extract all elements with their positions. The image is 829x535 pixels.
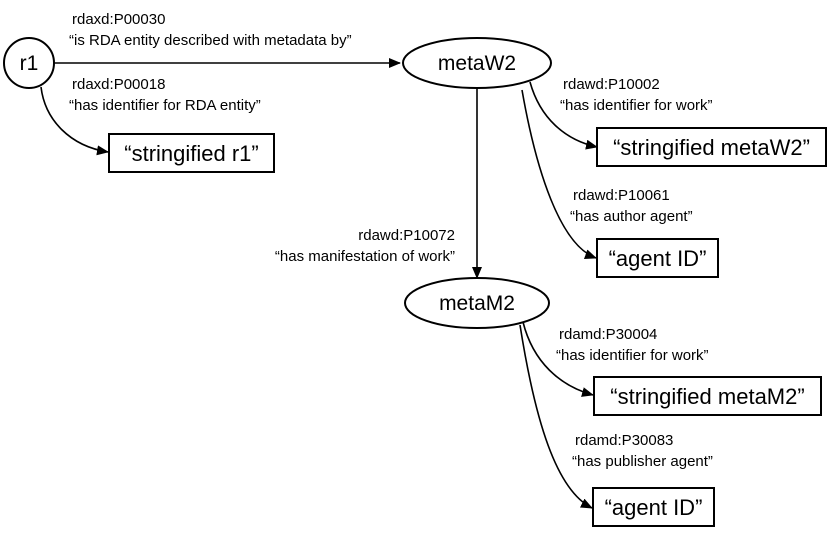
literal-stringified-metaM2-label: “stringified metaM2” — [610, 384, 804, 409]
node-metaM2: metaM2 — [404, 277, 550, 329]
edge-metaW2-to-agent-id — [521, 89, 597, 259]
literal-agent-id-work-label: “agent ID” — [609, 246, 707, 271]
literal-stringified-r1: “stringified r1” — [108, 133, 275, 173]
node-metaW2-label: metaW2 — [438, 52, 516, 75]
node-r1: r1 — [3, 37, 55, 89]
literal-stringified-r1-label: “stringified r1” — [124, 141, 258, 166]
edge-label-metaW2-to-string-prop: rdawd:P10002 — [563, 76, 660, 93]
edge-label-metaW2-to-metaM2-prop: rdawd:P10072 — [358, 227, 455, 244]
edge-label-metaM2-to-string-text: “has identifier for work” — [556, 347, 709, 364]
edge-label-metaW2-to-metaM2-text: “has manifestation of work” — [275, 248, 455, 265]
edge-label-metaM2-to-string-prop: rdamd:P30004 — [559, 326, 657, 343]
edge-label-metaW2-to-agent-prop: rdawd:P10061 — [573, 187, 670, 204]
node-metaW2: metaW2 — [402, 37, 552, 89]
literal-agent-id-work: “agent ID” — [596, 238, 719, 278]
literal-stringified-metaM2: “stringified metaM2” — [593, 376, 822, 416]
edge-metaM2-to-stringified-metaM2 — [522, 321, 594, 397]
literal-stringified-metaW2-label: “stringified metaW2” — [613, 135, 810, 160]
node-r1-label: r1 — [20, 52, 39, 75]
edge-label-metaW2-to-agent-text: “has author agent” — [570, 208, 693, 225]
edge-metaW2-to-stringified-metaW2 — [529, 81, 598, 150]
literal-stringified-metaW2: “stringified metaW2” — [596, 127, 827, 167]
edge-label-metaM2-to-agent-text: “has publisher agent” — [572, 453, 713, 470]
edge-r1-to-stringified-r1 — [40, 86, 109, 156]
edge-label-r1-to-string-text: “has identifier for RDA entity” — [69, 97, 261, 114]
edge-label-r1-to-string-prop: rdaxd:P00018 — [72, 76, 165, 93]
node-metaM2-label: metaM2 — [439, 292, 515, 315]
edge-metaM2-to-agent-id — [519, 324, 593, 509]
edge-label-metaM2-to-agent-prop: rdamd:P30083 — [575, 432, 673, 449]
edge-label-metaW2-to-string-text: “has identifier for work” — [560, 97, 713, 114]
edge-label-r1-to-metaW2-prop: rdaxd:P00030 — [72, 11, 165, 28]
literal-agent-id-manifestation: “agent ID” — [592, 487, 715, 527]
edge-label-r1-to-metaW2-text: “is RDA entity described with metadata b… — [69, 32, 352, 49]
literal-agent-id-manifestation-label: “agent ID” — [605, 495, 703, 520]
